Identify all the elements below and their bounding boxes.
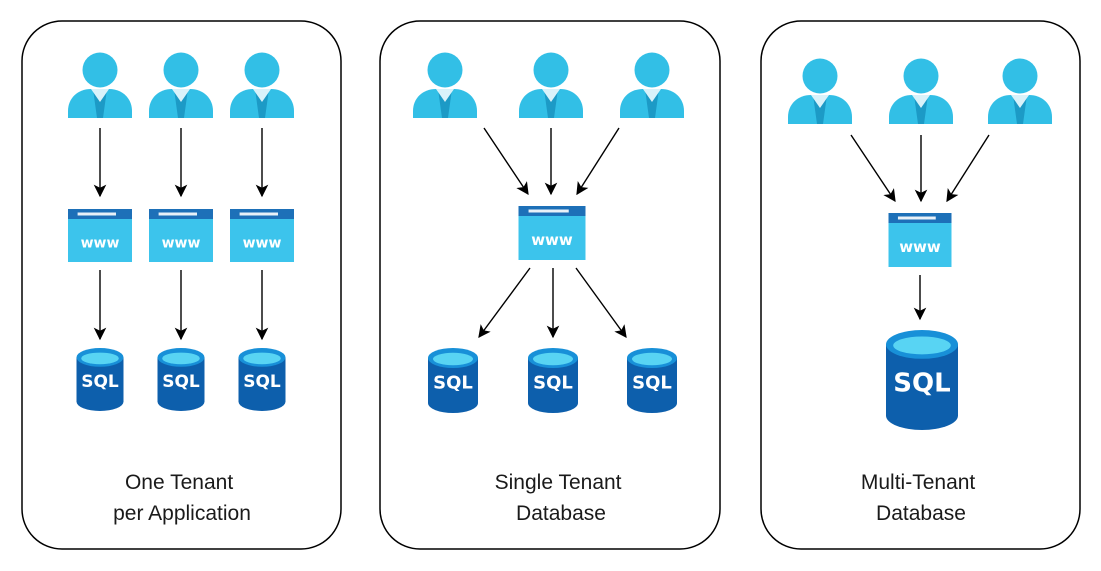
sql-label: SQL (81, 372, 119, 392)
flow-arrow (478, 267, 531, 339)
flow-arrow (850, 134, 896, 203)
user-icon (620, 52, 684, 118)
web-app-icon: www (518, 206, 586, 260)
www-label: www (162, 235, 201, 251)
panel-caption: Multi-Tenant Database (861, 471, 981, 525)
flow-arrow (483, 127, 529, 196)
web-app-icon: www (68, 209, 132, 262)
sql-database-icon: SQL (528, 348, 578, 413)
www-label: www (899, 238, 941, 256)
flow-arrow (575, 267, 627, 339)
user-icon (413, 52, 477, 118)
sql-database-icon: SQL (238, 348, 286, 411)
sql-database-icon: SQL (157, 348, 205, 411)
sql-label: SQL (243, 372, 281, 392)
www-label: www (531, 231, 573, 249)
sql-label: SQL (162, 372, 200, 392)
sql-label: SQL (533, 372, 573, 393)
web-app-icon: www (888, 213, 952, 267)
user-icon (889, 58, 953, 124)
user-icon (68, 52, 132, 118)
panel-caption: Single Tenant Database (495, 471, 628, 525)
panel-caption: One Tenant per Application (113, 471, 251, 525)
user-icon (988, 58, 1052, 124)
sql-label: SQL (632, 372, 672, 393)
www-label: www (81, 235, 120, 251)
user-icon (519, 52, 583, 118)
sql-label: SQL (893, 368, 950, 398)
sql-label: SQL (433, 372, 473, 393)
panel-frame (379, 20, 721, 550)
web-app-icon: www (149, 209, 213, 262)
sql-database-icon: SQL (627, 348, 677, 413)
www-label: www (243, 235, 282, 251)
sql-database-icon: SQL (886, 330, 958, 430)
user-icon (149, 52, 213, 118)
web-app-icon: www (230, 209, 294, 262)
user-icon (230, 52, 294, 118)
flow-arrow (946, 134, 990, 203)
flow-arrow (576, 127, 620, 196)
user-icon (788, 58, 852, 124)
sql-database-icon: SQL (76, 348, 124, 411)
sql-database-icon: SQL (428, 348, 478, 413)
